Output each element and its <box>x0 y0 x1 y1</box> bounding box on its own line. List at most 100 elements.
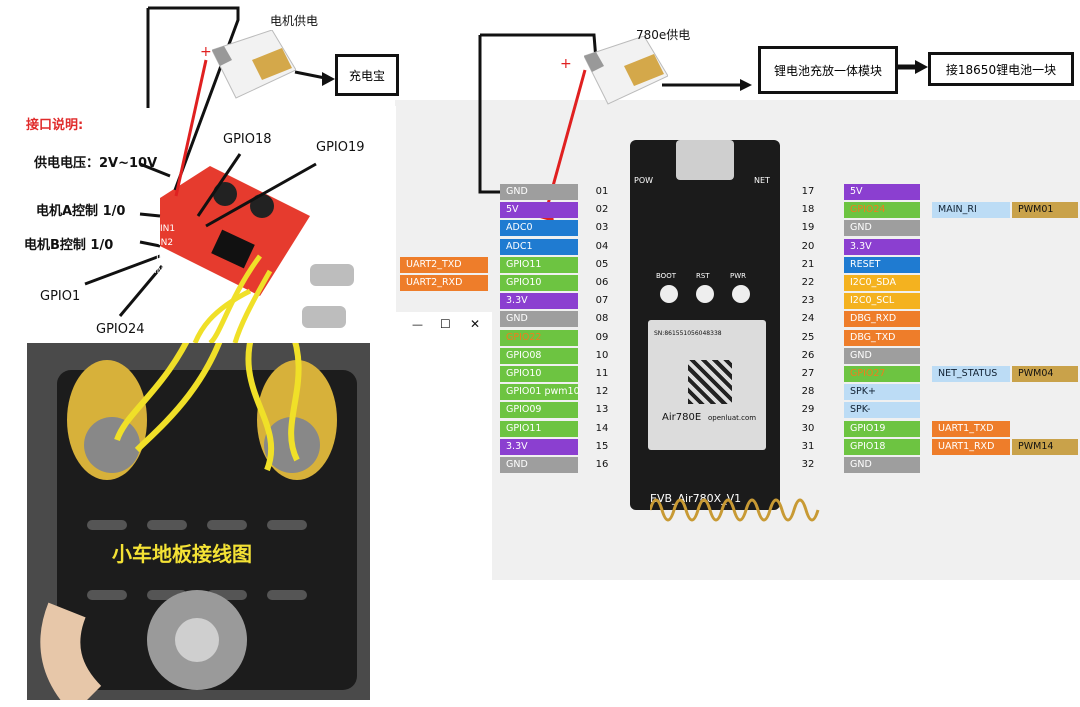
pin-label-left: ADC1 <box>500 238 578 255</box>
driver-gpio1-label: GPIO1 <box>40 289 81 304</box>
pin-label-left: GPIO11 <box>500 420 578 437</box>
pin-number-left: 10 <box>595 349 609 361</box>
board-net-label: NET <box>754 176 770 185</box>
pin-number-left: 03 <box>595 222 609 234</box>
pin-label-left: 3.3V <box>500 438 578 455</box>
pin-number-right: 21 <box>801 258 815 270</box>
pin-label-right: 3.3V <box>844 238 920 255</box>
pin-number-right: 19 <box>801 222 815 234</box>
module-label: Air780E <box>662 412 702 423</box>
pin-func-right: MAIN_RI <box>932 202 1010 219</box>
driver-panel: 接口说明: 供电电压：2V~10V 电机A控制 1/0 电机B控制 1/0 GP… <box>10 106 396 343</box>
pin-label-right: GPIO24 <box>844 202 920 219</box>
car-photo-drawing <box>27 330 370 700</box>
pin-label-left: GND <box>500 457 578 473</box>
pin-label-right: GND <box>844 347 920 364</box>
boot-label: BOOT <box>656 272 676 280</box>
board-pow-label: POW <box>634 176 654 185</box>
rst-button[interactable] <box>696 285 714 303</box>
pin-number-right: 29 <box>801 404 815 416</box>
pin-number-left: 15 <box>595 440 609 452</box>
air780e-board: POW NET BOOT RST PWR Air780E openluat.co… <box>630 140 780 510</box>
pin-label-left: GPIO01 pwm10 <box>500 384 580 401</box>
pin-uart-right: UART1_RXD <box>932 438 1010 455</box>
plus-sign-1: + <box>200 44 212 60</box>
pin-number-right: 20 <box>801 240 815 252</box>
pin-alt-left: UART2_TXD <box>400 256 488 273</box>
pin-label-right: SPK- <box>844 402 920 419</box>
pin-number-left: 11 <box>595 368 609 379</box>
pin-number-right: 18 <box>801 204 815 216</box>
car-photo: 小车地板接线图 <box>27 330 370 700</box>
pin-number-left: 05 <box>595 258 609 270</box>
pin-label-right: GPIO19 <box>844 420 920 437</box>
driver-gpio24-label: GPIO24 <box>96 322 145 337</box>
qr-code <box>688 360 732 404</box>
pin-number-left: 13 <box>595 404 609 416</box>
pin-number-left: 09 <box>595 331 609 343</box>
driver-supply-label: 供电电压：2V~10V <box>34 156 158 171</box>
pin-label-left: GPIO08 <box>500 347 578 364</box>
pin-label-right: GPIO27 <box>844 366 920 382</box>
close-icon[interactable]: ✕ <box>470 317 481 331</box>
usb-c-port <box>676 140 734 180</box>
pin-label-left: ADC0 <box>500 220 578 237</box>
pin-number-right: 17 <box>801 186 815 197</box>
pin-label-right: GPIO18 <box>844 438 920 455</box>
driver-gpio18-label: GPIO18 <box>223 132 272 147</box>
module-sn: SN:861551056048338 <box>654 330 722 337</box>
pin-number-right: 24 <box>801 313 815 325</box>
car-caption: 小车地板接线图 <box>112 542 252 566</box>
pin-label-right: GND <box>844 220 920 237</box>
driver-in4-label: IN4 <box>154 266 170 276</box>
pin-number-left: 01 <box>595 186 609 197</box>
pin-label-left: GPIO10 <box>500 275 578 291</box>
pin-number-right: 30 <box>801 422 815 434</box>
pin-label-right: DBG_RXD <box>844 311 920 328</box>
pin-pwm-right: PWM01 <box>1012 202 1078 219</box>
pin-pwm-right: PWM04 <box>1012 366 1078 382</box>
pin-number-right: 31 <box>801 440 815 452</box>
maximize-icon[interactable]: ☐ <box>440 317 451 331</box>
pin-label-right: GND <box>844 457 920 473</box>
pin-label-right: I2C0_SDA <box>844 275 920 291</box>
module-shield: Air780E openluat.com SN:861551056048338 <box>648 320 766 450</box>
pin-label-right: RESET <box>844 256 920 273</box>
driver-gpio19-label: GPIO19 <box>316 140 365 155</box>
module-site: openluat.com <box>708 414 757 422</box>
pin-uart-right: UART1_TXD <box>932 420 1010 437</box>
air780e-power-label: 780e供电 <box>636 28 691 42</box>
motor-power-label: 电机供电 <box>270 14 319 28</box>
pin-number-right: 32 <box>801 459 815 470</box>
pin-label-left: GPIO10 <box>500 366 578 382</box>
pin-number-left: 02 <box>595 204 609 216</box>
rst-label: RST <box>696 272 710 280</box>
pin-number-left: 07 <box>595 295 609 307</box>
pin-label-left: 3.3V <box>500 293 578 310</box>
driver-motor-b-label: 电机B控制 1/0 <box>24 238 114 253</box>
pin-number-right: 28 <box>801 386 815 398</box>
pin-number-left: 12 <box>595 386 609 398</box>
antenna-spring <box>650 498 820 522</box>
pin-number-left: 16 <box>595 459 609 470</box>
pwr-button[interactable] <box>732 285 750 303</box>
pin-number-right: 26 <box>801 349 815 361</box>
driver-motor-a-label: 电机A控制 1/0 <box>36 204 126 219</box>
pin-number-right: 27 <box>801 368 815 379</box>
pin-label-left: GPIO09 <box>500 402 578 419</box>
pin-label-left: GPIO22 <box>500 329 578 346</box>
pin-label-left: GPIO11 <box>500 256 578 273</box>
driver-title: 接口说明: <box>26 118 84 133</box>
pin-func-right: NET_STATUS <box>932 366 1010 382</box>
driver-in1-label: IN1 <box>160 224 176 234</box>
pin-alt-left: UART2_RXD <box>400 275 488 291</box>
usb-plug-780e <box>583 35 669 106</box>
window-body <box>370 342 492 702</box>
driver-board-drawing <box>84 153 354 343</box>
boot-button[interactable] <box>660 285 678 303</box>
plus-sign-2: + <box>560 56 572 72</box>
pin-label-right: I2C0_SCL <box>844 293 920 310</box>
minimize-icon[interactable]: — <box>412 318 423 331</box>
pin-label-left: 5V <box>500 202 578 219</box>
pin-label-right: DBG_TXD <box>844 329 920 346</box>
